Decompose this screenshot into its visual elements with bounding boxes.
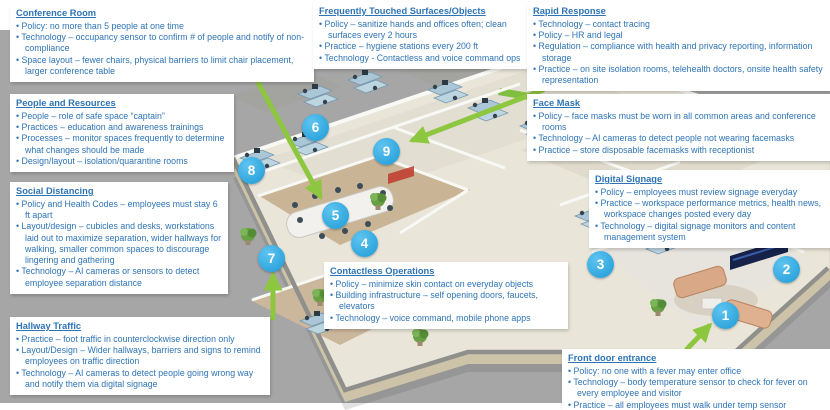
callout-title: Digital Signage <box>595 174 663 184</box>
callout-people-and-resources: People and Resources People – role of sa… <box>10 94 234 173</box>
callout-conference-room: Conference Room Policy: no more than 5 p… <box>10 4 314 83</box>
annotation-arrows <box>245 61 713 352</box>
callout-bullet: Policy – HR and legal <box>533 30 824 41</box>
callout-bullet: Policy – employees must review signage e… <box>595 187 828 198</box>
callout-bullet: Technology – AI cameras or sensors to de… <box>16 266 222 289</box>
callout-bullet: Technology – contact tracing <box>533 19 824 30</box>
callout-bullets: People – role of safe space “captain” Pr… <box>16 111 228 167</box>
callout-frequently-touched-surfaces: Frequently Touched Surfaces/Objects Poli… <box>313 2 531 69</box>
callout-bullets: Policy – minimize skin contact on everyd… <box>330 279 562 324</box>
callout-bullet: Layout/Design – Wider hallways, barriers… <box>16 345 264 368</box>
callout-bullets: Policy – face masks must be worn in all … <box>533 111 824 156</box>
callout-bullet: Technology – body temperature sensor to … <box>568 377 824 400</box>
callout-bullet: Space layout – fewer chairs, physical ba… <box>16 55 308 78</box>
green-arrow <box>684 322 713 352</box>
callout-bullet: Technology – digital signage monitors an… <box>595 221 828 244</box>
callout-bullet: Technology – voice command, mobile phone… <box>330 313 562 324</box>
callout-bullets: Policy and Health Codes – employees must… <box>16 199 222 289</box>
marker-number: 2 <box>782 262 791 277</box>
callout-contactless-operations: Contactless Operations Policy – minimize… <box>324 262 568 329</box>
callout-bullet: Practice – all employees must walk under… <box>568 400 824 410</box>
callout-bullet: Layout/design – cubicles and desks, work… <box>16 221 222 266</box>
marker-number: 3 <box>596 257 605 272</box>
callout-bullet: Technology – AI cameras to detect people… <box>16 368 264 391</box>
callout-bullet: Practice – workspace performance metrics… <box>595 198 828 221</box>
callout-bullet: Design/layout – isolation/quarantine roo… <box>16 156 228 167</box>
callout-bullet: Policy: no one with a fever may enter of… <box>568 366 824 377</box>
callout-bullets: Technology – contact tracing Policy – HR… <box>533 19 824 87</box>
callout-bullet: Practices – education and awareness trai… <box>16 122 228 133</box>
location-marker-9: 9 <box>373 138 400 165</box>
marker-number: 6 <box>311 120 320 135</box>
callout-bullet: Policy and Health Codes – employees must… <box>16 199 222 222</box>
callout-title: People and Resources <box>16 98 116 108</box>
callout-hallway-traffic: Hallway Traffic Practice – foot traffic … <box>10 317 270 396</box>
callout-digital-signage: Digital Signage Policy – employees must … <box>589 170 830 249</box>
callout-title: Face Mask <box>533 98 581 108</box>
callout-title: Conference Room <box>16 8 97 18</box>
green-arrow <box>408 87 546 144</box>
callout-social-distancing: Social Distancing Policy and Health Code… <box>10 182 228 294</box>
callout-bullet: Policy – face masks must be worn in all … <box>533 111 824 134</box>
red-logo-wall <box>388 166 414 184</box>
location-marker-5: 5 <box>322 202 349 229</box>
location-marker-3: 3 <box>587 251 614 278</box>
location-marker-7: 7 <box>258 245 285 272</box>
callout-bullets: Policy: no more than 5 people at one tim… <box>16 21 308 77</box>
callout-rapid-response: Rapid Response Technology – contact trac… <box>527 2 830 92</box>
green-arrow <box>245 61 323 200</box>
callout-bullet: Practice – foot traffic in counterclockw… <box>16 334 264 345</box>
marker-number: 8 <box>247 163 256 178</box>
callout-face-mask: Face Mask Policy – face masks must be wo… <box>527 94 830 161</box>
callout-bullet: Policy – minimize skin contact on everyd… <box>330 279 562 290</box>
callout-bullet: Technology – AI cameras to detect people… <box>533 133 824 144</box>
callout-title: Contactless Operations <box>330 266 435 276</box>
marker-number: 5 <box>331 208 340 223</box>
callout-title: Frequently Touched Surfaces/Objects <box>319 6 486 16</box>
callout-bullet: Building infrastructure – self opening d… <box>330 290 562 313</box>
callout-bullets: Practice – foot traffic in counterclockw… <box>16 334 264 390</box>
callout-title: Hallway Traffic <box>16 321 82 331</box>
callout-bullet: Regulation – compliance with health and … <box>533 41 824 64</box>
callout-bullet: Technology - Contactless and voice comma… <box>319 53 525 64</box>
callout-title: Social Distancing <box>16 186 94 196</box>
location-marker-8: 8 <box>238 157 265 184</box>
callout-bullet: Practice – on site isolation rooms, tele… <box>533 64 824 87</box>
callout-bullet: Processes – monitor spaces frequently to… <box>16 133 228 156</box>
marker-number: 1 <box>721 308 730 323</box>
callout-bullet: Policy – sanitize hands and offices ofte… <box>319 19 525 42</box>
marker-number: 4 <box>360 236 369 251</box>
location-marker-1: 1 <box>712 302 739 329</box>
callout-front-door-entrance: Front door entrance Policy: no one with … <box>562 349 830 410</box>
callout-bullet: People – role of safe space “captain” <box>16 111 228 122</box>
callout-bullets: Policy: no one with a fever may enter of… <box>568 366 824 410</box>
callout-bullet: Technology – occupancy sensor to confirm… <box>16 32 308 55</box>
callout-bullet: Policy: no more than 5 people at one tim… <box>16 21 308 32</box>
location-marker-2: 2 <box>773 256 800 283</box>
callout-title: Front door entrance <box>568 353 657 363</box>
marker-number: 7 <box>267 251 276 266</box>
callout-bullet: Practice – store disposable facemasks wi… <box>533 145 824 156</box>
marker-number: 9 <box>382 144 391 159</box>
callout-title: Rapid Response <box>533 6 606 16</box>
callout-bullet: Practice – hygiene stations every 200 ft <box>319 41 525 52</box>
location-marker-4: 4 <box>351 230 378 257</box>
location-marker-6: 6 <box>302 114 329 141</box>
callout-bullets: Policy – sanitize hands and offices ofte… <box>319 19 525 64</box>
callout-bullets: Policy – employees must review signage e… <box>595 187 828 243</box>
